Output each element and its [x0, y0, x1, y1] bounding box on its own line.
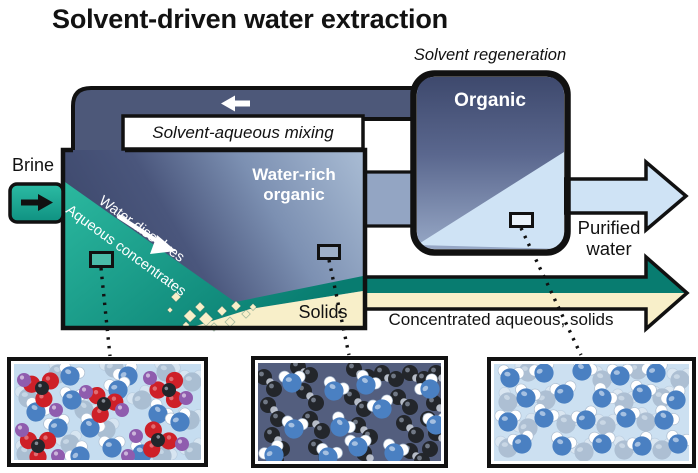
sample-marker-purified — [509, 212, 534, 228]
interface-arrow-shaft — [116, 214, 162, 245]
callout-line-purified — [519, 227, 583, 356]
purified-water-label: Purified water — [577, 217, 641, 260]
inset-purified-water — [487, 357, 696, 468]
page-title: Solvent-driven water extraction — [52, 4, 448, 34]
callout-line-aqueous — [99, 267, 112, 357]
solvent-aqueous-mixing-label: Solvent-aqueous mixing — [152, 123, 334, 143]
recycle-pipe — [73, 88, 415, 152]
purified-water-arrow — [563, 158, 689, 234]
mixing-label-box — [121, 114, 365, 151]
transfer-pipe-outline — [366, 170, 416, 228]
transfer-pipe — [366, 172, 416, 226]
inset-aqueous-concentrate — [7, 357, 208, 467]
inset-organic-solvent — [251, 356, 448, 468]
sample-marker-organic — [317, 244, 341, 260]
solids-layer — [196, 291, 363, 326]
solvent-regeneration-label: Solvent regeneration — [413, 46, 567, 64]
waste-arrow-cream-band — [364, 293, 687, 329]
solids-label: Solids — [298, 302, 348, 322]
regeneration-tank-border — [410, 70, 571, 256]
waste-arrow-outline — [362, 253, 690, 333]
waste-arrow-teal-band — [364, 257, 687, 293]
sample-marker-aqueous — [89, 251, 114, 268]
concentrated-aqueous-solids-label: Concentrated aqueous, solids — [388, 310, 614, 329]
brine-label: Brine — [11, 155, 55, 175]
aqueous-phase-wedge — [65, 182, 363, 326]
flow-left-arrow-icon — [221, 95, 250, 112]
organic-label: Organic — [454, 90, 526, 111]
water-rich-organic-label: Water-rich organic — [252, 165, 336, 205]
interface-arrow-head-icon — [150, 235, 176, 254]
brine-flow-arrow-icon — [21, 194, 53, 211]
